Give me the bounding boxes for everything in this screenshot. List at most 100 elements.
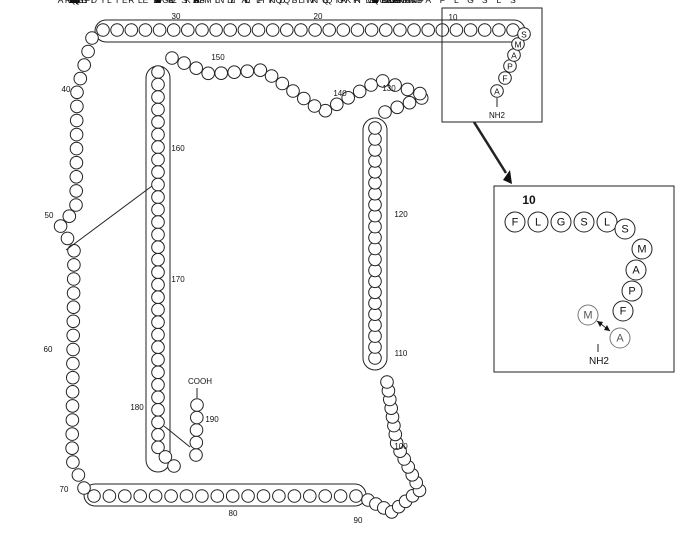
residue: C <box>151 0 165 204</box>
svg-text:G: G <box>69 0 76 5</box>
residue: Q <box>69 0 84 170</box>
residue: L <box>294 0 308 37</box>
position-number: 120 <box>394 210 408 219</box>
svg-text:C: C <box>71 0 77 5</box>
svg-text:L: L <box>369 0 374 5</box>
svg-text:G: G <box>372 0 379 5</box>
svg-text:Y: Y <box>100 0 106 5</box>
residue: I <box>85 0 99 45</box>
position-number: 140 <box>333 89 347 98</box>
residue: S <box>517 27 531 41</box>
svg-text:A: A <box>155 0 161 5</box>
svg-text:K: K <box>155 0 161 5</box>
svg-text:K: K <box>155 0 161 5</box>
tail-link <box>163 425 191 448</box>
svg-text:G: G <box>77 0 84 5</box>
residue: G <box>368 0 382 245</box>
svg-text:S: S <box>482 0 488 5</box>
position-number: 20 <box>314 12 323 21</box>
svg-text:A: A <box>70 0 76 5</box>
residue: D <box>223 0 237 37</box>
residue: F <box>190 0 204 412</box>
cleavage-arrow-head <box>597 321 603 327</box>
residue: E <box>166 0 181 37</box>
svg-text:G: G <box>372 0 379 5</box>
svg-text:F: F <box>512 217 519 229</box>
inset-residue: L <box>527 211 549 233</box>
residue: E <box>138 0 153 37</box>
residue: Y <box>96 0 110 37</box>
svg-text:L: L <box>366 0 371 5</box>
svg-text:S: S <box>580 217 587 229</box>
residue: A <box>151 0 165 79</box>
residue: D <box>413 0 427 101</box>
position-number: 180 <box>130 403 144 412</box>
svg-text:L: L <box>497 0 502 5</box>
svg-text:V: V <box>155 0 161 5</box>
svg-text:P: P <box>419 0 425 5</box>
residue: K <box>181 0 195 37</box>
svg-text:L: L <box>373 0 378 5</box>
residue: D <box>368 0 382 300</box>
inset-title: 10 <box>522 193 536 207</box>
svg-text:A: A <box>372 0 378 5</box>
residue: V <box>62 0 77 223</box>
svg-text:P: P <box>70 0 76 5</box>
residue: Q <box>69 0 83 212</box>
svg-text:L: L <box>535 217 541 229</box>
residue: K <box>307 0 322 113</box>
residue: S <box>66 0 81 286</box>
svg-text:T: T <box>391 0 396 5</box>
svg-text:L: L <box>389 0 394 5</box>
svg-text:T: T <box>155 0 160 5</box>
residue: L <box>133 0 147 503</box>
residue: T <box>409 0 424 490</box>
svg-text:S: S <box>405 0 411 5</box>
svg-text:A: A <box>69 0 75 5</box>
svg-text:S: S <box>155 0 161 5</box>
svg-text:C: C <box>155 0 161 5</box>
svg-text:L: L <box>156 0 161 5</box>
svg-text:S: S <box>510 0 516 5</box>
residue: M <box>151 0 165 392</box>
svg-text:Q: Q <box>74 0 81 5</box>
svg-text:R: R <box>155 0 161 5</box>
svg-text:N: N <box>411 0 417 5</box>
residue: D <box>240 0 255 78</box>
position-number: 60 <box>44 345 53 354</box>
residue: V <box>405 0 420 503</box>
svg-text:D: D <box>388 0 394 5</box>
svg-text:A: A <box>616 333 624 345</box>
svg-text:G: G <box>394 0 401 5</box>
svg-text:M: M <box>514 40 521 50</box>
svg-text:V: V <box>386 0 392 5</box>
residue: I <box>352 0 367 99</box>
n-terminus-label: NH2 <box>489 111 506 120</box>
residue: A <box>53 0 68 233</box>
residue: S <box>177 0 191 70</box>
svg-text:F: F <box>155 0 160 5</box>
svg-text:R: R <box>403 0 409 5</box>
diagram-annotations: NH2COOH102030405060708090100110120130140… <box>44 7 543 525</box>
helix-outline-right <box>362 117 388 371</box>
residue: N <box>407 0 421 37</box>
residue: P <box>349 0 363 503</box>
svg-text:F: F <box>620 306 627 318</box>
svg-text:A: A <box>632 265 640 277</box>
svg-text:Q: Q <box>373 0 380 5</box>
residue: L <box>151 0 165 92</box>
svg-text:L: L <box>230 0 235 5</box>
svg-text:E: E <box>372 0 378 5</box>
residue: L <box>148 0 163 503</box>
inset-residue: P <box>621 280 643 302</box>
svg-text:R: R <box>155 0 161 5</box>
svg-text:R: R <box>354 0 360 5</box>
svg-text:L: L <box>215 0 220 5</box>
svg-text:D: D <box>169 0 175 5</box>
svg-text:A: A <box>193 0 199 5</box>
zoom-arrow-head <box>503 170 512 184</box>
residue: D <box>87 0 101 503</box>
residue: D <box>165 0 179 65</box>
svg-text:V: V <box>66 0 72 5</box>
residue: R <box>70 0 84 114</box>
